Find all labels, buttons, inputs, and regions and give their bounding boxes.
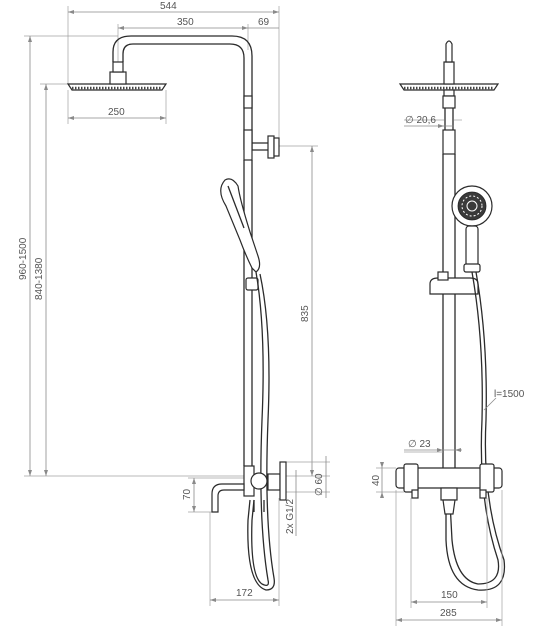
dim-arm-length: 350 <box>177 17 194 28</box>
dim-connection-spacing: 150 <box>441 590 458 601</box>
dim-arm-offset: 69 <box>258 17 270 28</box>
dim-spout-height: 70 <box>182 488 193 500</box>
dim-total-height: 960-1500 <box>18 237 29 280</box>
front-shower-head <box>398 40 500 91</box>
dim-upper-pipe: ∅ 20,6 <box>405 115 436 126</box>
dim-connection: 2x G1/2 <box>285 499 296 534</box>
dim-hose-length: l=1500 <box>494 389 525 400</box>
mixer-side <box>243 461 287 512</box>
hose-outer <box>247 273 275 591</box>
dim-holder-height: 835 <box>300 305 311 322</box>
dim-mixer-height: 40 <box>371 474 382 486</box>
front-hose <box>449 271 500 585</box>
bath-spout <box>211 483 245 513</box>
slide-holder <box>429 277 479 295</box>
dim-outlet-height: 840-1380 <box>34 257 45 300</box>
dim-lower-pipe: ∅ 23 <box>408 439 431 450</box>
shower-arm <box>112 35 253 150</box>
rain-shower-head <box>66 61 168 91</box>
dim-head-diameter: 250 <box>108 107 125 118</box>
dim-pipe-diameter: ∅ 60 <box>314 473 325 496</box>
hose <box>251 271 270 586</box>
hand-shower <box>220 178 261 291</box>
front-view: ∅ 20,6 l=1500 ∅ 23 <box>371 40 525 626</box>
dim-mixer-width: 285 <box>440 608 457 619</box>
side-view: 544 350 69 250 960-1500 840-1380 <box>18 1 330 606</box>
wall-bracket <box>252 135 280 159</box>
front-hose-outer <box>445 271 506 591</box>
dim-overall-width: 544 <box>160 1 177 12</box>
thermostatic-mixer <box>395 463 503 515</box>
dim-spout-projection: 172 <box>236 588 253 599</box>
front-hand-shower <box>451 185 493 273</box>
